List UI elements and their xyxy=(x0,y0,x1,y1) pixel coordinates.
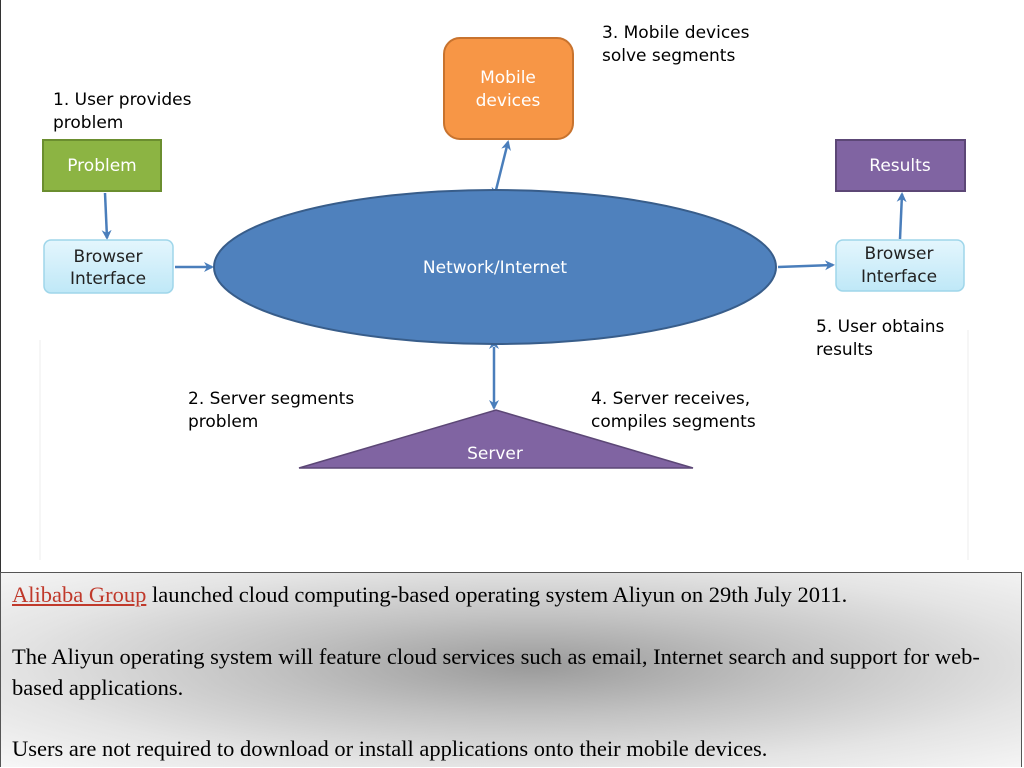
browser-interface-left-node: Browser Interface xyxy=(43,239,174,294)
browser-right-line1: Browser xyxy=(865,244,934,264)
launch-text: launched cloud computing-based operating… xyxy=(146,582,848,607)
paragraph-no-download: Users are not required to download or in… xyxy=(12,736,768,761)
arrow-network-to-browser xyxy=(777,260,835,271)
step3-line2: solve segments xyxy=(602,46,735,66)
server-node: Server xyxy=(298,409,694,469)
step2-label: 2. Server segments problem xyxy=(188,389,354,432)
network-internet-node: Network/Internet xyxy=(213,189,777,345)
arrow-problem-to-browser xyxy=(101,192,112,240)
step4-label: 4. Server receives, compiles segments xyxy=(591,389,756,432)
browser-left-line1: Browser xyxy=(74,247,143,267)
cloud-computing-diagram: Problem Browser Interface Mobile devices… xyxy=(0,0,969,572)
server-label: Server xyxy=(467,444,523,464)
results-label: Results xyxy=(869,156,931,176)
step5-line1: 5. User obtains xyxy=(816,317,945,337)
network-label: Network/Internet xyxy=(423,258,568,278)
paragraph-features: The Aliyun operating system will feature… xyxy=(12,644,980,700)
step3-line1: 3. Mobile devices xyxy=(602,23,750,43)
paragraph-launch: Alibaba Group launched cloud computing-b… xyxy=(12,579,1011,610)
mobile-devices-node: Mobile devices xyxy=(443,37,574,140)
step4-line2: compiles segments xyxy=(591,412,756,432)
step1-label: 1. User provides problem xyxy=(53,90,192,133)
step2-line1: 2. Server segments xyxy=(188,389,354,409)
arrow-browser-to-results xyxy=(896,192,907,240)
step1-line1: 1. User provides xyxy=(53,90,192,110)
step1-line2: problem xyxy=(53,113,123,133)
arrow-network-mobile xyxy=(491,140,511,198)
problem-node: Problem xyxy=(42,139,162,192)
results-node: Results xyxy=(835,139,966,192)
step5-label: 5. User obtains results xyxy=(816,317,945,360)
problem-label: Problem xyxy=(67,156,137,176)
browser-right-line2: Interface xyxy=(861,267,937,287)
step3-label: 3. Mobile devices solve segments xyxy=(602,23,750,66)
mobile-line2: devices xyxy=(476,91,541,111)
alibaba-group-link[interactable]: Alibaba Group xyxy=(12,582,147,607)
description-panel: Alibaba Group launched cloud computing-b… xyxy=(0,572,1022,767)
browser-interface-right-node: Browser Interface xyxy=(835,239,965,292)
browser-left-line2: Interface xyxy=(70,269,146,289)
step4-line1: 4. Server receives, xyxy=(591,389,750,409)
mobile-line1: Mobile xyxy=(480,68,536,88)
step2-line2: problem xyxy=(188,412,258,432)
step5-line2: results xyxy=(816,340,873,360)
